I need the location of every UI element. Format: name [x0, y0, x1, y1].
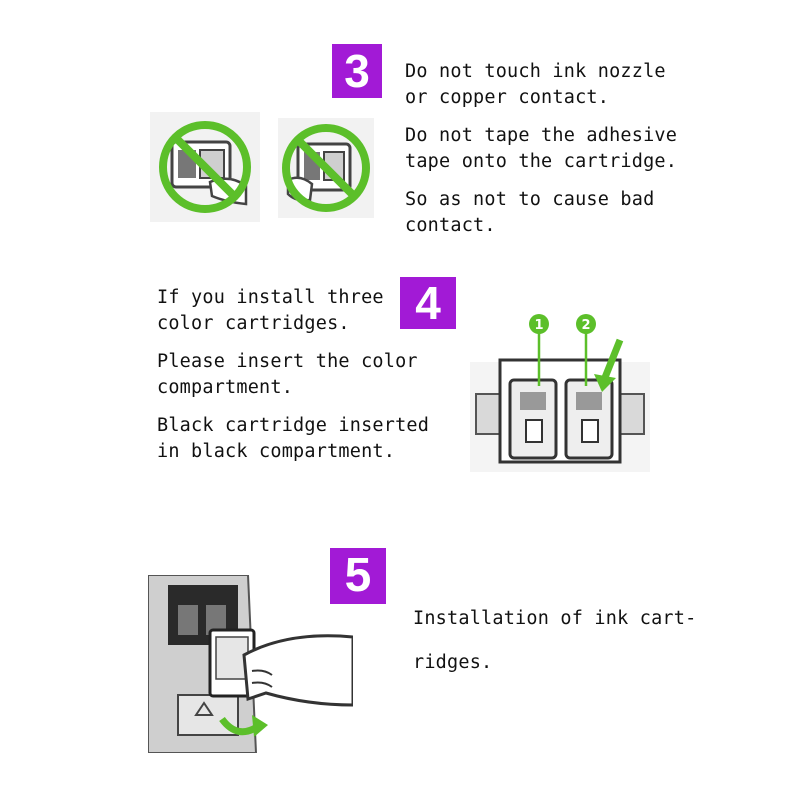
step-4-paragraph-1: If you install three color cartridges.: [157, 287, 384, 334]
svg-text:1: 1: [534, 318, 543, 333]
step-3-badge: 3: [332, 44, 382, 98]
prohibited-touch-nozzle-icon: [150, 112, 260, 222]
step-5-paragraph-1: Installation of ink cart-: [413, 608, 697, 629]
step-5-paragraph-2: ridges.: [413, 652, 493, 673]
cartridge-insertion-illustration: [148, 575, 353, 753]
printer-carriage-illustration: 1 2: [470, 314, 650, 472]
step-4-paragraph-2: Please insert the color compartment.: [157, 351, 418, 398]
step-5-text: Installation of ink cart- ridges.: [413, 606, 696, 688]
svg-text:2: 2: [581, 318, 590, 333]
step-5-badge: 5: [330, 548, 386, 604]
step-4-text: If you install three color cartridges. P…: [157, 285, 429, 477]
step-3-paragraph-3: So as not to cause bad contact.: [405, 189, 655, 236]
prohibited-tape-icon: [278, 118, 374, 218]
step-4-badge: 4: [400, 277, 456, 329]
step-3-paragraph-1: Do not touch ink nozzle or copper contac…: [405, 61, 666, 108]
step-3-paragraph-2: Do not tape the adhesive tape onto the c…: [405, 125, 678, 172]
step-4-paragraph-3: Black cartridge inserted in black compar…: [157, 415, 430, 462]
step-3-text: Do not touch ink nozzle or copper contac…: [405, 59, 677, 251]
